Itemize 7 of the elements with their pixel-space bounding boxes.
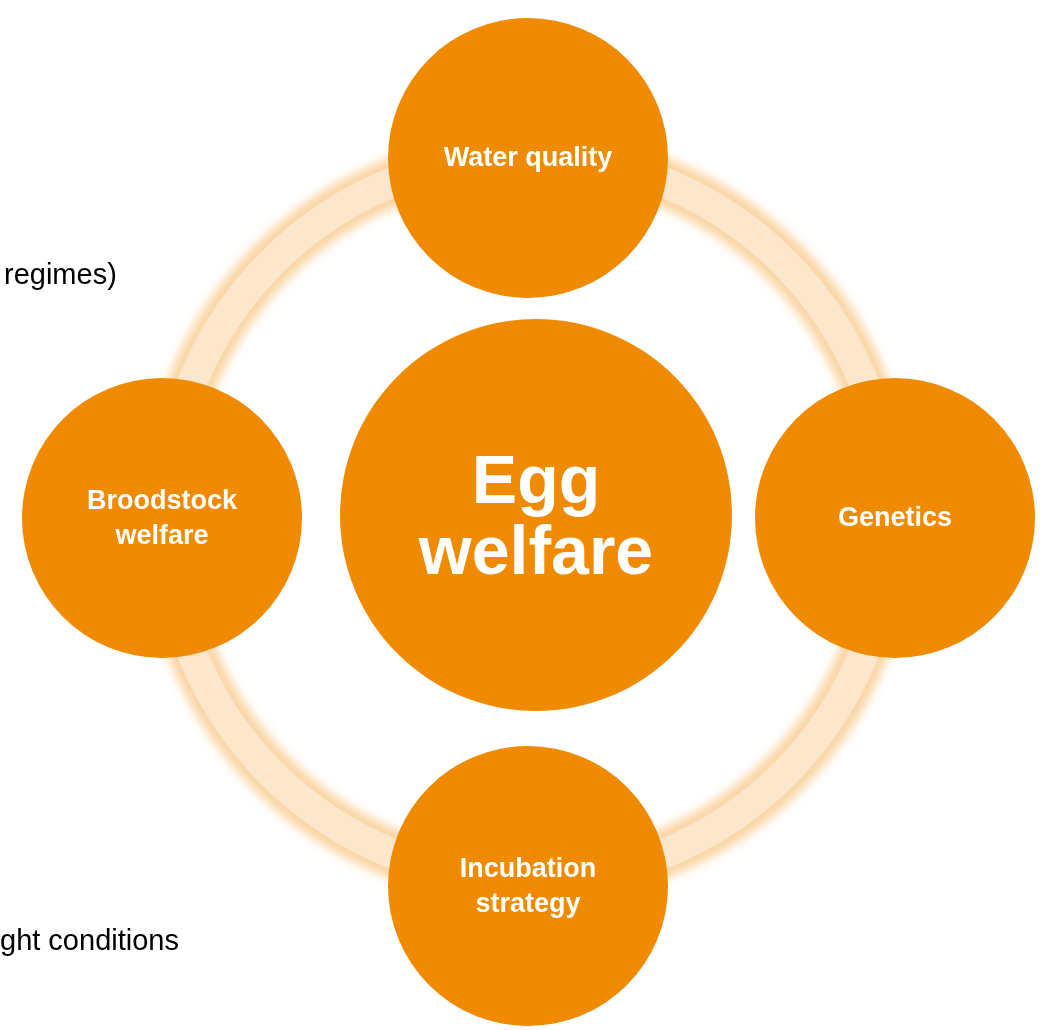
circle-label: Genetics (836, 501, 954, 535)
circle-label: Incubation strategy (458, 851, 598, 920)
circle-label: Egg welfare (417, 443, 655, 587)
text-fragment: regimes) (4, 257, 117, 292)
circle-label: Broodstock welfare (86, 483, 238, 552)
text-fragment: ght conditions (0, 923, 179, 958)
circle-label: Water quality (442, 141, 614, 175)
